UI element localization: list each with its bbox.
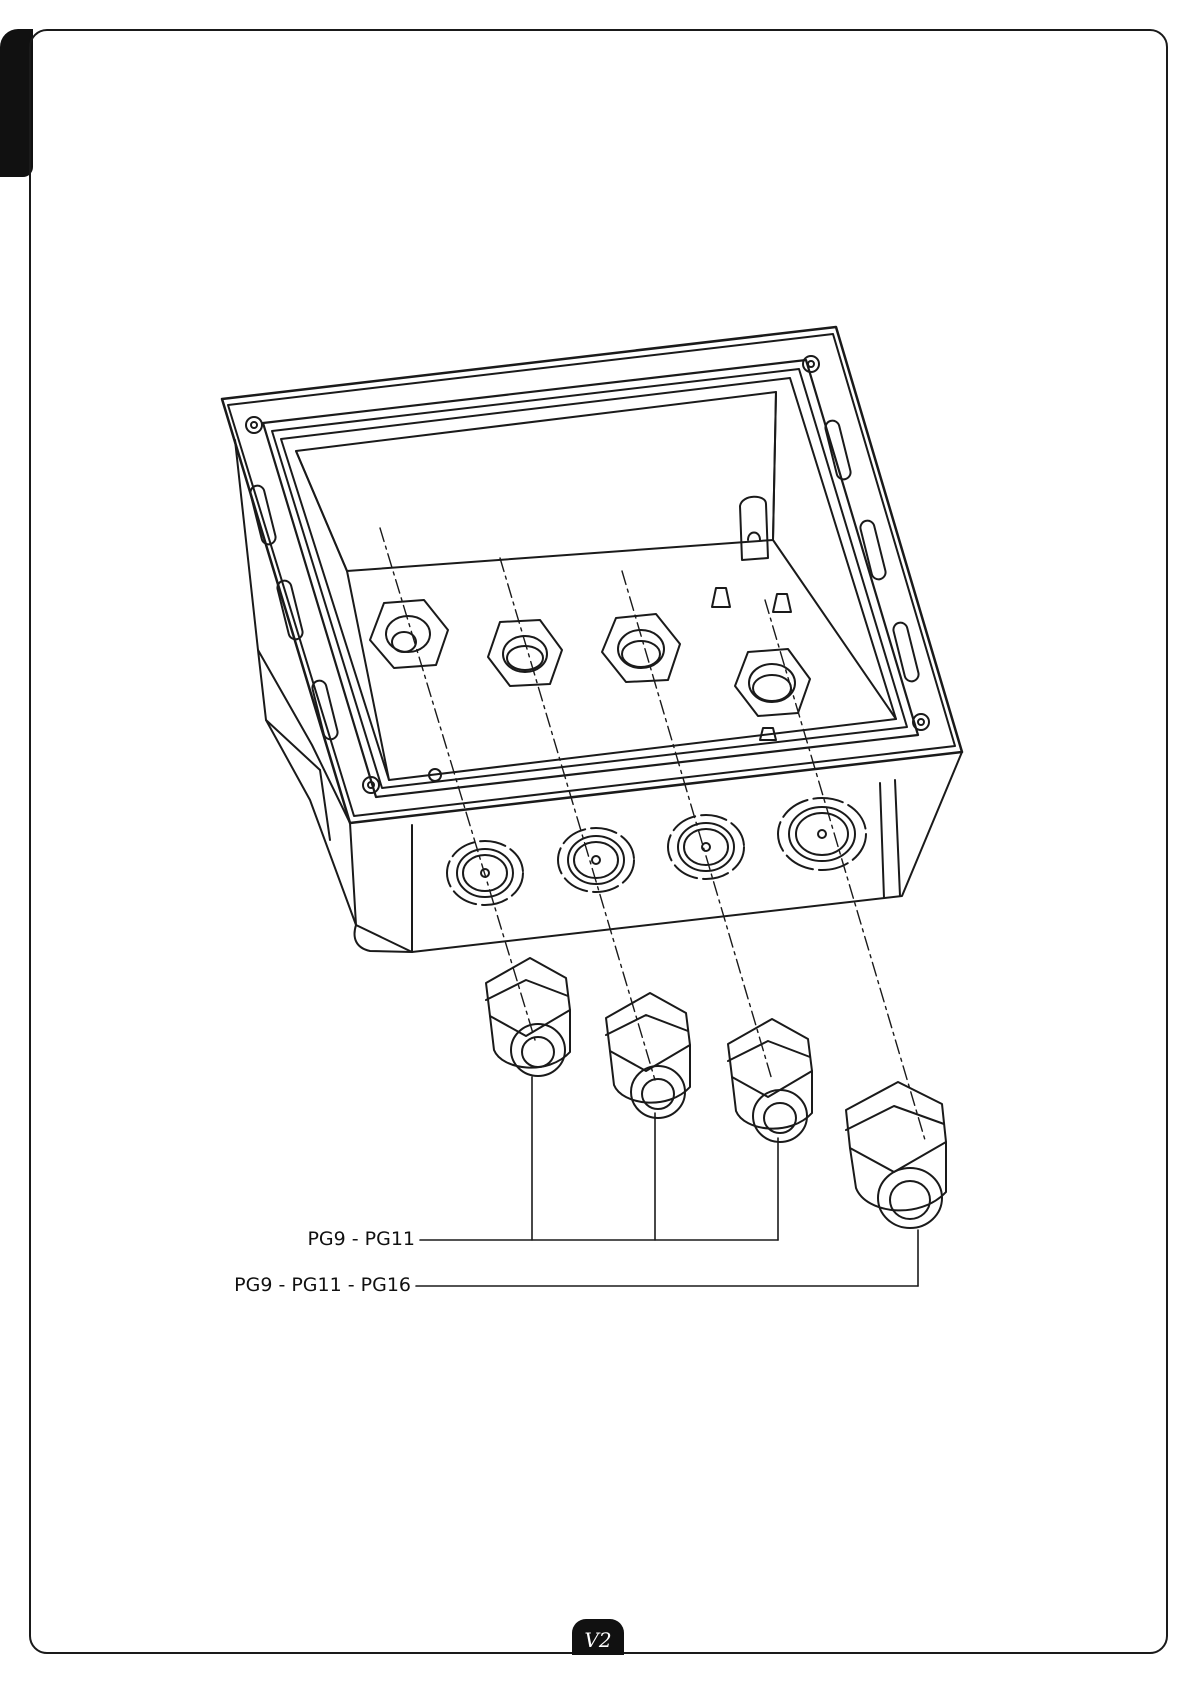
label-small-glands: PG9 - PG11 [307,1228,415,1250]
lock-nuts [370,600,810,716]
lock-nut [602,614,680,682]
knockout-holes [447,798,866,905]
lock-nut [488,620,562,686]
knockout-hole [668,815,744,879]
leader-lines [416,1077,918,1286]
label-large-gland: PG9 - PG11 - PG16 [234,1274,411,1296]
svg-text:V2: V2 [584,1628,611,1652]
lock-nut [735,649,810,716]
knockout-hole [778,798,866,870]
cable-glands [486,958,946,1228]
cable-gland [486,958,570,1076]
cable-gland [728,1019,812,1142]
v2-logo-icon: V2 [572,1619,624,1655]
assembly-axes [380,528,925,1140]
cable-gland [846,1082,946,1228]
lock-nut [370,600,448,668]
